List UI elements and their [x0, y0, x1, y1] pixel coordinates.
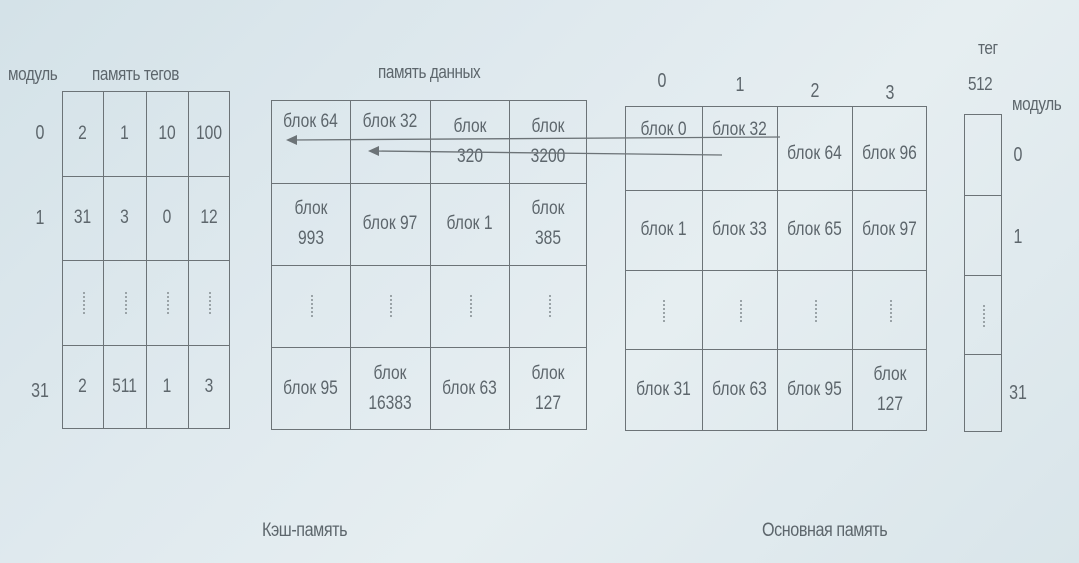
main-column-header: 0	[657, 70, 667, 92]
ellipsis-dots	[125, 292, 127, 314]
main-cell: блок 65	[787, 219, 842, 240]
main-cell: блок 31	[636, 379, 691, 400]
tag-cell: 3	[204, 376, 214, 397]
main-cell: блок 1	[640, 219, 687, 240]
ellipsis-dots	[815, 300, 817, 322]
tag-cell: 2	[78, 376, 87, 397]
right-module-number-1: 1	[1013, 226, 1023, 248]
tag-cell: 1	[162, 376, 172, 397]
tag-cell: 100	[195, 122, 222, 144]
teg-label: тег	[978, 38, 998, 58]
right-module-number-31: 31	[1009, 382, 1027, 404]
main-cell: блок 64	[787, 143, 842, 164]
ellipsis-dots	[83, 292, 85, 314]
modul-label-right: модуль	[1012, 94, 1062, 114]
main-memory-table	[625, 106, 927, 431]
data-cell: блок 16383	[368, 362, 412, 414]
main-cell: блок 63	[712, 379, 767, 400]
tag-cell: 10	[158, 122, 176, 144]
data-cell: блок 3200	[530, 116, 566, 167]
tag-cell: 3	[120, 207, 129, 228]
data-cell: блок 1	[446, 213, 493, 234]
ellipsis-dots	[390, 295, 392, 317]
right-module-number-0: 0	[1013, 144, 1023, 166]
data-cell: блок 32	[362, 111, 418, 132]
modul-label-left: модуль	[8, 64, 58, 84]
data-memory-label: память данных	[378, 62, 481, 82]
tag-cell: 1	[120, 122, 129, 144]
tag-cell: 2	[78, 122, 87, 144]
main-column-header: 2	[810, 80, 820, 102]
ellipsis-dots	[740, 300, 742, 322]
tag-cell: 511	[112, 376, 137, 397]
module-column	[964, 114, 1002, 432]
arrow-head-icon	[286, 135, 297, 145]
ellipsis-dots	[167, 292, 169, 314]
main-cell: блок 97	[862, 219, 917, 240]
main-column-header: 1	[735, 74, 745, 96]
ellipsis-dots	[549, 295, 551, 317]
main-cell: блок 127	[873, 364, 907, 415]
tag-cell: 31	[73, 207, 92, 228]
ellipsis-dots	[663, 300, 665, 322]
main-memory-caption: Основная память	[762, 520, 888, 541]
module-number-1: 1	[35, 207, 45, 229]
data-cell: блок 63	[442, 377, 497, 399]
ellipsis-dots	[311, 295, 313, 317]
module-number-31: 31	[31, 380, 49, 402]
data-cell: блок 385	[531, 198, 565, 249]
cache-caption: Кэш-память	[262, 520, 348, 541]
main-cell: блок 32	[712, 119, 767, 140]
tag-cell: 12	[200, 207, 218, 228]
tag-cell: 0	[162, 207, 172, 228]
main-cell: блок 33	[712, 219, 767, 240]
data-cell: блок 97	[362, 213, 418, 234]
data-cell: блок 127	[531, 362, 565, 414]
ellipsis-dots	[983, 305, 985, 327]
arrow-head-icon	[368, 146, 379, 156]
module-number-0: 0	[35, 122, 45, 144]
main-column-header: 3	[885, 82, 895, 104]
ellipsis-dots	[890, 300, 892, 322]
ellipsis-dots	[209, 292, 211, 314]
data-cell: блок 320	[453, 116, 487, 167]
data-cell: блок 95	[283, 377, 338, 399]
main-cell: блок 0	[640, 119, 687, 140]
main-cell: блок 96	[862, 143, 917, 164]
data-cell: блок 64	[283, 111, 338, 132]
data-cell: блок 993	[294, 198, 328, 249]
main-cell: блок 95	[787, 379, 842, 400]
teg-value: 512	[968, 74, 993, 94]
ellipsis-dots	[470, 295, 472, 317]
tag-memory-label: память тегов	[92, 64, 179, 84]
